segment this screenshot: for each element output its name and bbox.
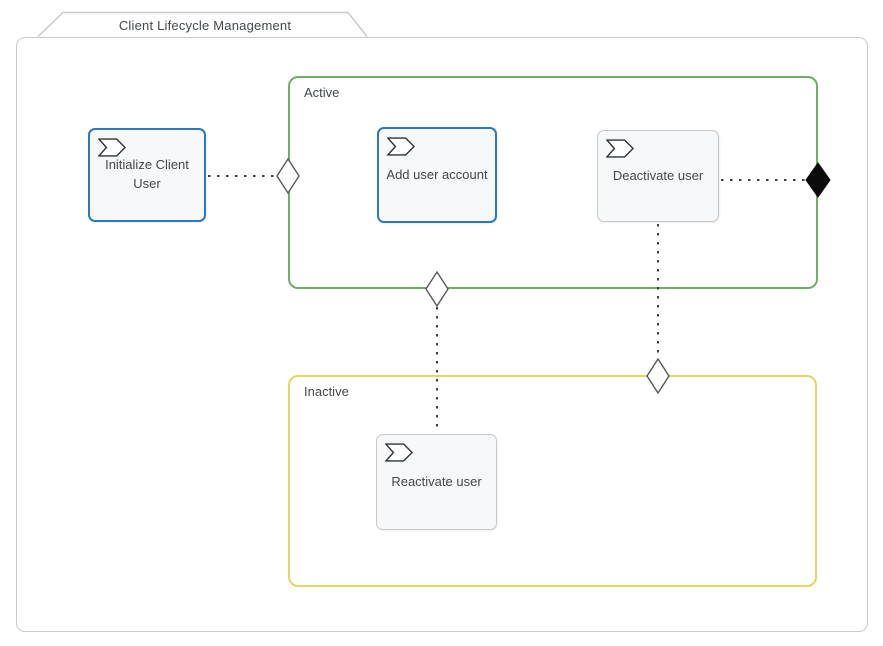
process-arrow-icon [98,138,126,157]
group-active[interactable]: Active [288,76,818,289]
task-initialize-client-user[interactable]: Initialize Client User [88,128,206,222]
process-arrow-icon [387,137,415,156]
task-label: Deactivate user [612,167,704,183]
task-label: Reactivate user [391,473,482,489]
task-deactivate-user[interactable]: Deactivate user [597,130,719,222]
diagram-tab-label: Client Lifecycle Management [118,18,292,33]
junction-open-diamond[interactable] [646,357,670,395]
group-inactive-label: Inactive [304,384,349,399]
junction-open-diamond[interactable] [276,157,300,195]
task-add-user-account[interactable]: Add user account [377,127,497,223]
process-arrow-icon [385,443,413,462]
group-active-label: Active [304,85,340,100]
group-inactive[interactable]: Inactive [288,375,817,587]
junction-open-diamond[interactable] [425,270,449,308]
task-reactivate-user[interactable]: Reactivate user [376,434,497,530]
diagram-tab[interactable] [37,11,368,38]
junction-filled-diamond[interactable] [805,162,831,198]
task-label: Add user account [386,166,488,182]
process-arrow-icon [606,139,634,158]
task-label: Initialize Client User [105,157,189,191]
